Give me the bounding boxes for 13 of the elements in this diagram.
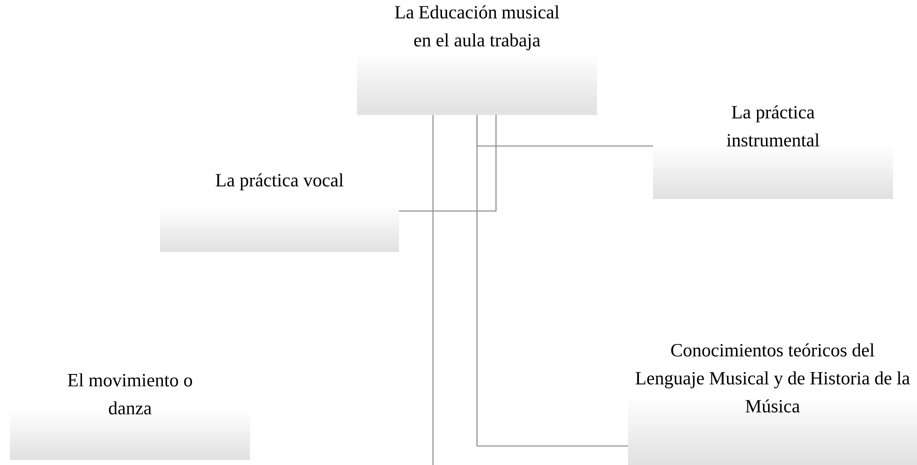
text-box: El movimiento o danza xyxy=(10,373,250,460)
text-box: Conocimientos teóricos del Lenguaje Musical y de Historia de la Música xyxy=(628,343,917,465)
connector-line xyxy=(398,114,497,212)
node-label: El movimiento o danza xyxy=(68,373,192,414)
text-box: La práctica vocal xyxy=(160,173,399,252)
node-label: La práctica vocal xyxy=(216,173,344,190)
node-label: La práctica instrumental xyxy=(726,105,820,147)
text-box: La práctica instrumental xyxy=(653,105,893,199)
connector-line xyxy=(432,114,434,465)
node-label: Conocimientos teóricos del Lenguaje Musical y de Historia de la Música xyxy=(636,343,910,413)
connector-line xyxy=(476,114,628,447)
text-box: La Educación musical en el aula trabaja xyxy=(357,5,597,115)
node-label: La Educación musical en el aula trabaja xyxy=(395,5,560,50)
